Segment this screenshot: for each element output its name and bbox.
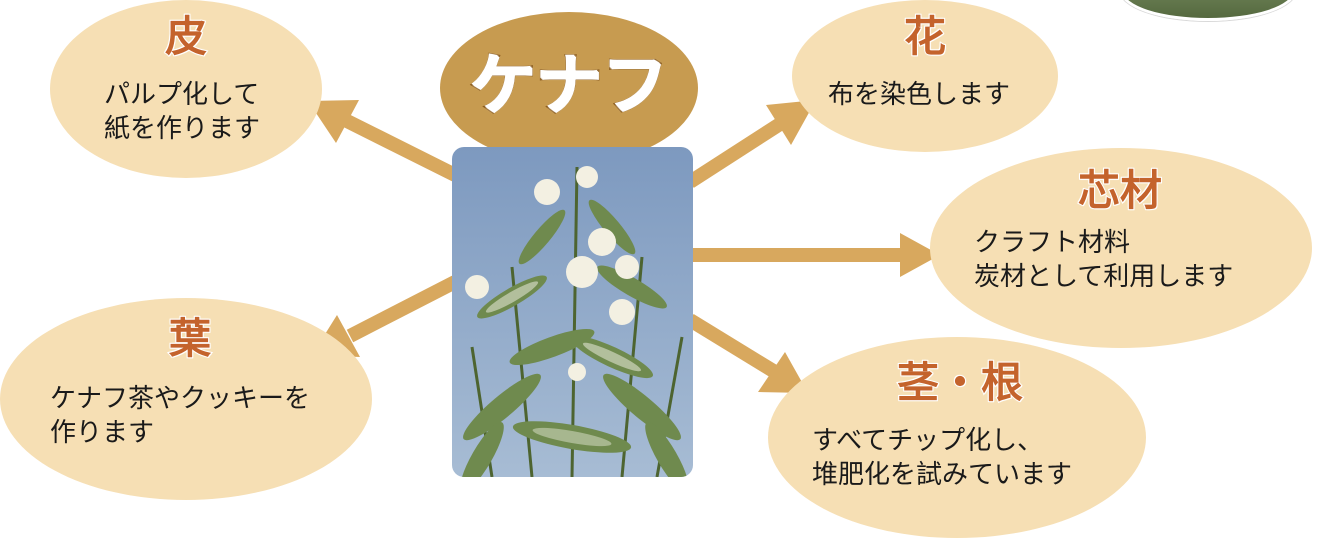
arrow-head-core — [900, 233, 940, 277]
arrow-to-flower — [686, 118, 784, 188]
arrow-to-stem — [686, 314, 779, 378]
flower-text: 布を染色します — [828, 80, 1011, 110]
arrow-head-bark — [308, 100, 359, 143]
arrow-to-leaf — [346, 275, 459, 343]
stem-bubble — [768, 337, 1146, 538]
kenaf-plant-photo — [452, 147, 693, 477]
center-title: ケナフ — [469, 46, 670, 126]
stem-text: すべてチップ化し、 堆肥化を試みています — [812, 426, 1073, 490]
leaf-bubble — [0, 298, 372, 500]
flower-bubble — [792, 0, 1058, 152]
stem-title: 茎・根 — [896, 357, 1024, 408]
bark-text: パルプ化して 紙を作ります — [104, 80, 261, 144]
leaf-text: ケナフ茶やクッキーを 作ります — [50, 384, 311, 448]
arrow-head-flower — [766, 100, 816, 145]
core-title: 芯材 — [1077, 165, 1163, 216]
arrow-head-stem — [758, 352, 808, 393]
arrow-to-bark — [341, 113, 459, 182]
bark-title: 皮 — [164, 11, 208, 62]
center-bubble — [440, 12, 698, 164]
core-bubble — [930, 148, 1312, 348]
core-text: クラフト材料 炭材として利用します — [974, 228, 1234, 292]
leaf-title: 葉 — [168, 313, 212, 364]
flower-title: 花 — [903, 11, 947, 62]
bark-bubble — [50, 0, 322, 178]
